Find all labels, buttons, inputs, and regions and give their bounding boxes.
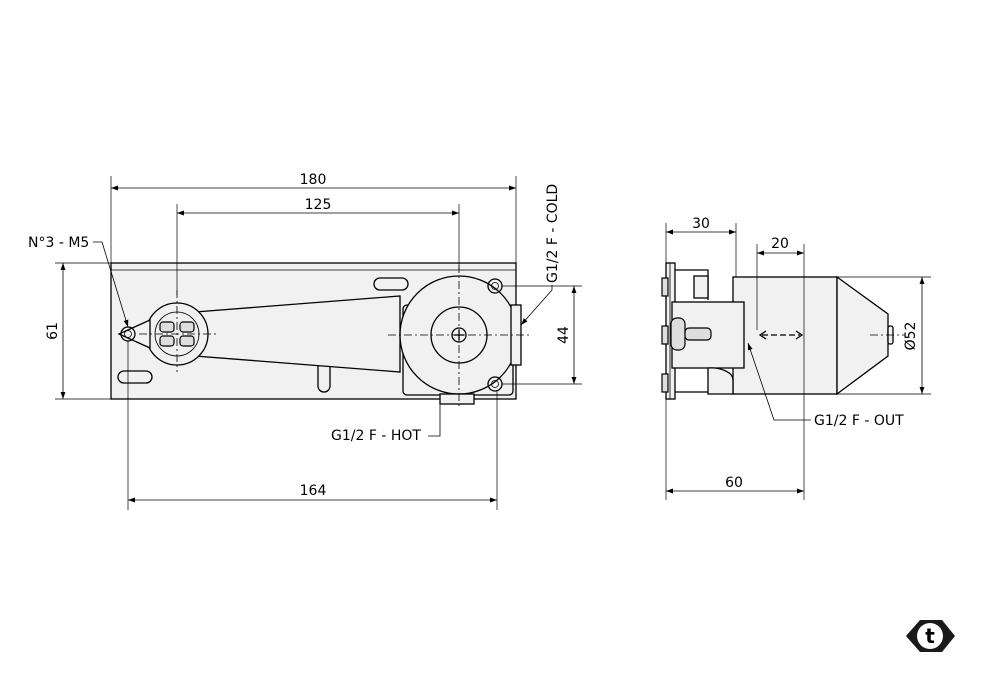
dim-44: 44 xyxy=(556,326,572,344)
side-callouts: G1/2 F - OUT xyxy=(747,342,904,429)
front-callouts: N°3 - M5 G1/2 F - COLD G1/2 F - HOT xyxy=(28,184,561,444)
dim-180: 180 xyxy=(300,172,327,188)
handle-cross-icon xyxy=(159,321,195,347)
side-dimensions: 30 20 60 Ø52 xyxy=(665,216,931,500)
brand-logo: t xyxy=(906,620,955,652)
front-dimensions: 180 125 61 44 164 xyxy=(45,172,582,510)
callout-cold: G1/2 F - COLD xyxy=(545,184,561,283)
dim-20: 20 xyxy=(771,236,789,252)
dim-164: 164 xyxy=(300,483,327,499)
callout-hot: G1/2 F - HOT xyxy=(331,428,421,444)
dim-52: Ø52 xyxy=(903,322,919,351)
dim-125: 125 xyxy=(305,197,332,213)
front-view xyxy=(110,262,532,408)
dim-60: 60 xyxy=(725,475,743,491)
logo-letter: t xyxy=(925,624,935,648)
slot-left xyxy=(117,370,153,384)
dim-30: 30 xyxy=(692,216,710,232)
side-view xyxy=(661,262,905,400)
dim-61: 61 xyxy=(45,322,61,340)
slot-top xyxy=(373,277,409,291)
callout-holes: N°3 - M5 xyxy=(28,235,89,251)
flow-arrow-icon xyxy=(758,330,804,340)
callout-out: G1/2 F - OUT xyxy=(814,413,904,429)
side-cone xyxy=(836,275,889,396)
